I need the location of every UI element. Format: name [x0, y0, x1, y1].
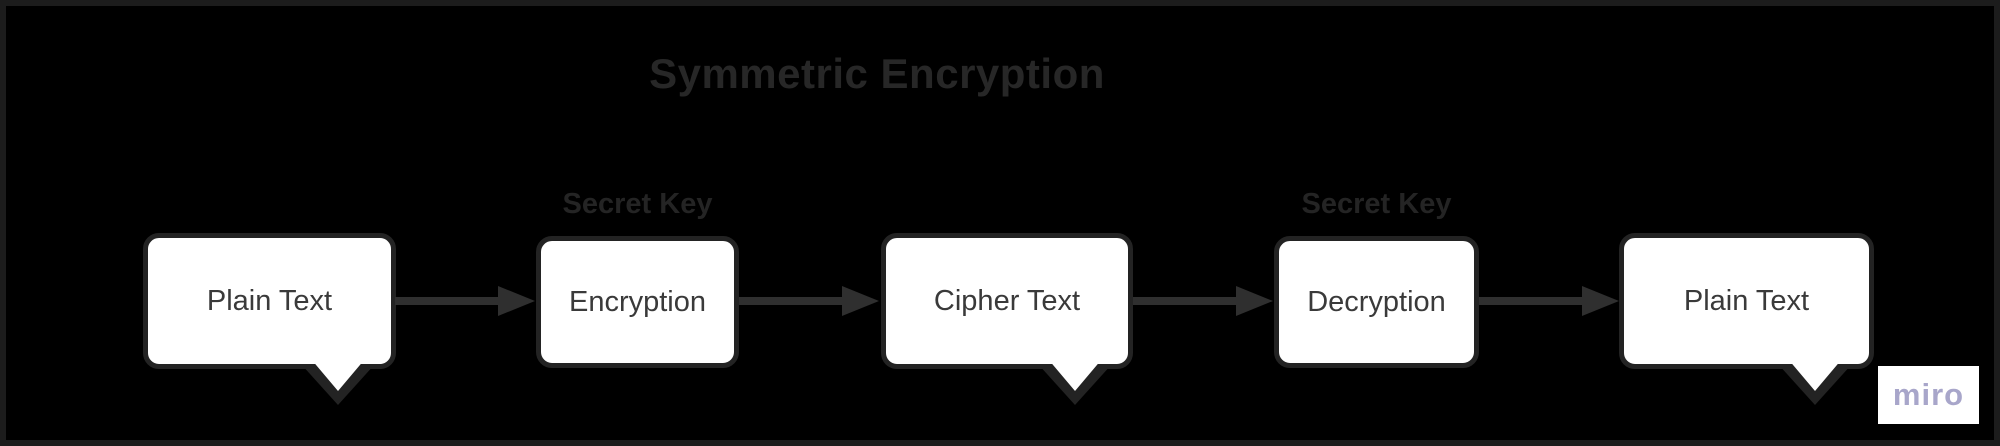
node-label: Cipher Text [933, 284, 1081, 317]
node-encryption[interactable]: Encryption [536, 236, 739, 368]
diagram-title: Symmetric Encryption [649, 50, 1105, 97]
miro-logo: miro [1892, 377, 1965, 412]
node-plain-text-2[interactable]: Plain Text [1619, 233, 1874, 405]
arrow-right-icon[interactable] [1133, 283, 1273, 319]
secret-key-label-encryption: Secret Key [562, 188, 713, 220]
arrow-right-icon[interactable] [395, 283, 535, 319]
arrow-right-icon[interactable] [1479, 283, 1619, 319]
node-label: Plain Text [206, 284, 333, 317]
secret-key-label-decryption: Secret Key [1301, 188, 1452, 220]
node-decryption[interactable]: Decryption [1274, 236, 1479, 368]
node-label: Encryption [568, 285, 706, 318]
node-plain-text-1[interactable]: Plain Text [143, 233, 396, 405]
node-label: Decryption [1307, 285, 1446, 318]
node-label: Plain Text [1683, 284, 1810, 317]
miro-watermark[interactable]: miro [1878, 366, 1979, 424]
arrow-right-icon[interactable] [739, 283, 879, 319]
node-cipher-text[interactable]: Cipher Text [881, 233, 1133, 405]
